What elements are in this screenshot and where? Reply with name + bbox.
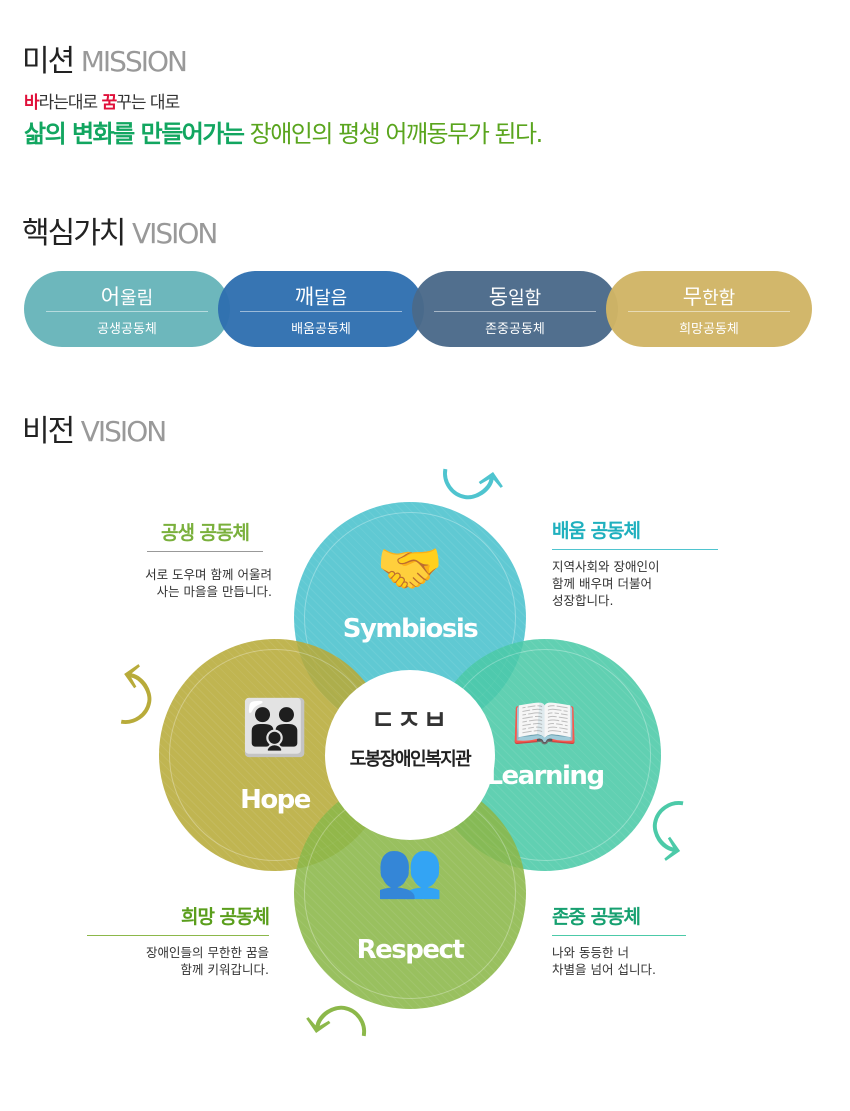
values-title: 핵심가치: [22, 216, 126, 251]
mission-subtitle: 바라는대로 꿈꾸는 대로: [24, 88, 180, 113]
family-icon: 👪: [241, 696, 309, 759]
value-sub: 배움공동체: [291, 322, 351, 337]
center-name: 도봉장애인복지관: [349, 749, 472, 770]
desc-title: 존중 공동체: [552, 906, 641, 928]
desc-line: 장애인들의 무한한 꿈을: [146, 945, 269, 960]
mission-heading: 미션 MISSION: [22, 36, 188, 80]
value-initial: 깨: [294, 285, 315, 309]
desc-line: 성장합니다.: [552, 593, 614, 608]
mission-statement: 삶의 변화를 만들어가는 장애인의 평생 어깨동무가 된다.: [24, 114, 544, 149]
desc-line: 차별을 넘어 섭니다.: [552, 962, 656, 977]
arrow-right-icon: ⤻: [434, 439, 510, 521]
divider: [628, 311, 790, 312]
center-logo-circle: ㄷㅈㅂ 도봉장애인복지관: [325, 670, 495, 840]
value-rest: 달음: [314, 288, 348, 309]
sub-red-1: 바: [24, 93, 40, 113]
value-initial: 동: [488, 285, 509, 309]
divider: [240, 311, 402, 312]
value-sub: 희망공동체: [679, 322, 739, 337]
value-sub: 존중공동체: [485, 322, 545, 337]
desc-line: 서로 도우며 함께 어울려: [145, 567, 272, 582]
desc-line: 나와 동등한 너: [552, 945, 629, 960]
values-title-en: VISION: [131, 217, 218, 250]
value-initial: 무: [682, 285, 703, 309]
people-icon: 👥: [376, 838, 444, 901]
values-heading: 핵심가치 VISION: [22, 208, 218, 252]
divider: [46, 311, 208, 312]
book-icon: 📖: [511, 692, 579, 755]
circle-label: Hope: [240, 785, 311, 815]
value-title: 동일함: [412, 281, 618, 309]
sub-2: 꾸는 대로: [116, 93, 180, 113]
desc-line: 함께 키워갑니다.: [180, 962, 269, 977]
value-rest: 일함: [508, 288, 542, 309]
desc-title: 희망 공동체: [180, 906, 270, 928]
value-title: 깨달음: [218, 281, 424, 309]
value-rest: 한함: [702, 288, 736, 309]
handshake-icon: 🤝: [376, 537, 444, 600]
circle-label: Respect: [356, 935, 465, 965]
value-initial: 어: [100, 285, 121, 309]
mission-title: 미션: [22, 44, 75, 79]
arrow-left-icon: ⤻: [299, 984, 375, 1066]
vision-heading: 비전 VISION: [22, 406, 167, 450]
value-sub: 공생공동체: [97, 322, 157, 337]
divider: [434, 311, 596, 312]
value-title: 어울림: [24, 281, 230, 309]
arrow-up-icon: ⤻: [92, 657, 173, 733]
circle-label: Symbiosis: [342, 614, 479, 644]
desc-title: 공생 공동체: [160, 522, 250, 544]
desc-line: 사는 마을을 만듭니다.: [156, 584, 272, 599]
circle-symbiosis: 🤝 Symbiosis: [294, 502, 526, 734]
value-rest: 울림: [120, 288, 154, 309]
desc-symbiosis: 공생 공동체: [147, 518, 263, 564]
desc-line: 지역사회와 장애인이: [552, 559, 660, 574]
desc-line: 함께 배우며 더불어: [552, 576, 652, 591]
value-title: 무한함: [606, 281, 812, 309]
vision-title: 비전: [22, 414, 75, 449]
mission-green: 삶의 변화를 만들어가는: [24, 120, 245, 148]
vision-title-en: VISION: [80, 415, 167, 448]
desc-title: 배움 공동체: [552, 520, 641, 542]
mission-olive: 장애인의 평생 어깨동무가 된다.: [243, 120, 544, 148]
logo-mark: ㄷㅈㅂ: [371, 706, 449, 736]
sub-red-2: 꿈: [101, 93, 118, 113]
circle-label: Learning: [486, 761, 605, 791]
sub-1: 라는대로: [38, 93, 102, 113]
mission-title-en: MISSION: [80, 45, 188, 78]
